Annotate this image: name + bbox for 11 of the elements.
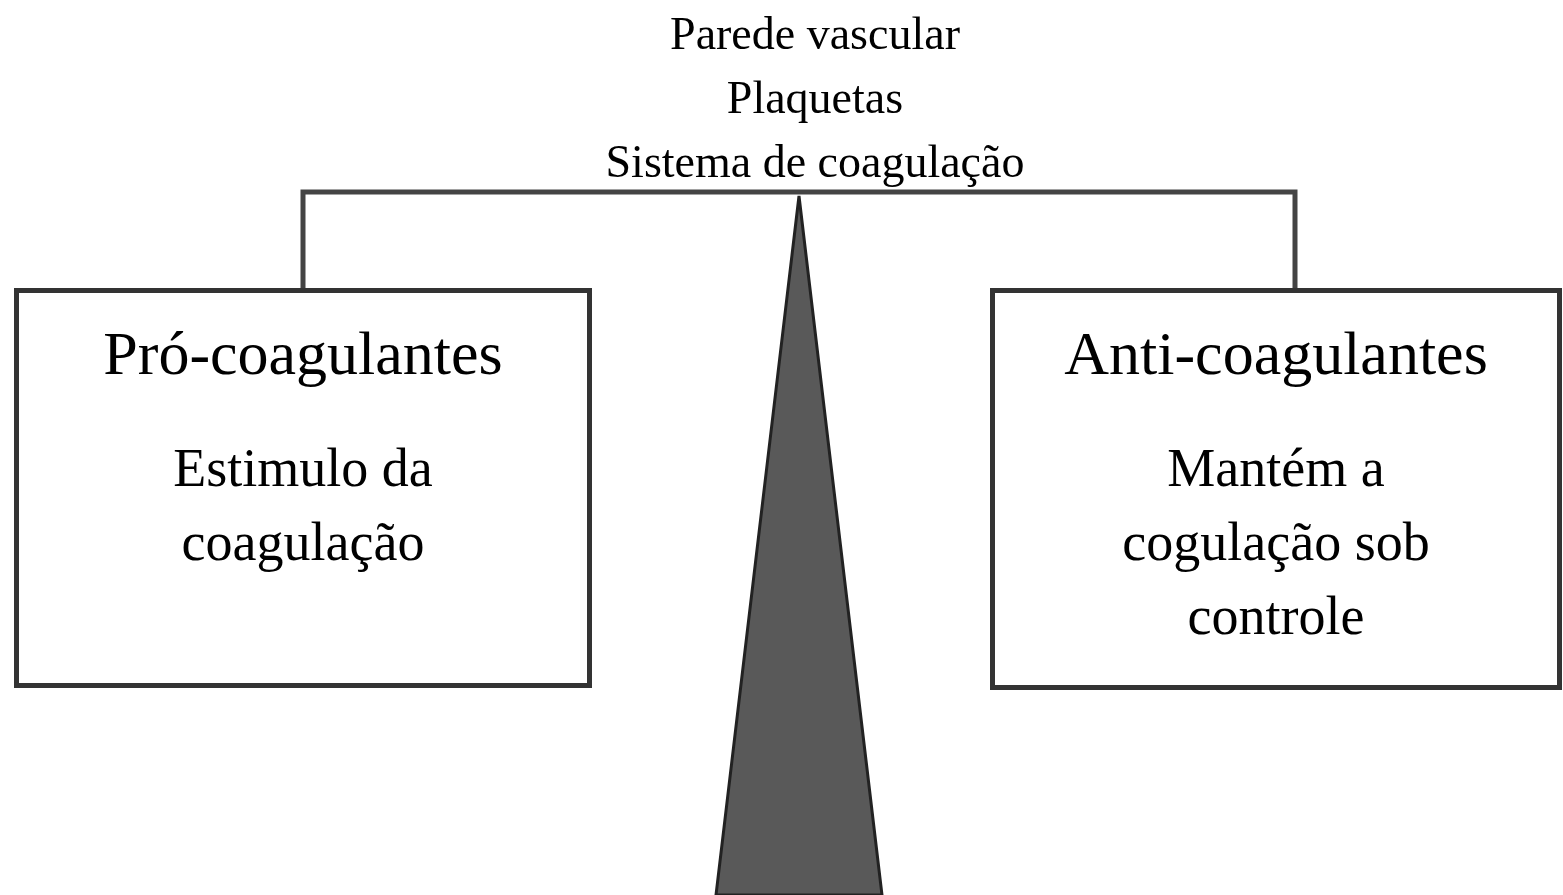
box-heading: Anti-coagulantes xyxy=(1064,318,1488,389)
component-label: Plaquetas xyxy=(726,71,904,125)
component-label: Parede vascular xyxy=(670,7,960,61)
balance-beam xyxy=(300,189,1298,288)
fulcrum-triangle xyxy=(714,194,884,895)
box-description: Estimulo da coagulação xyxy=(172,437,434,574)
box-description: Mantém a cogulação sob controle xyxy=(1121,437,1431,648)
component-label: Sistema de coagulação xyxy=(605,135,1025,189)
category-box xyxy=(990,288,1562,690)
category-box xyxy=(14,288,592,688)
box-heading: Pró-coagulantes xyxy=(103,318,503,389)
